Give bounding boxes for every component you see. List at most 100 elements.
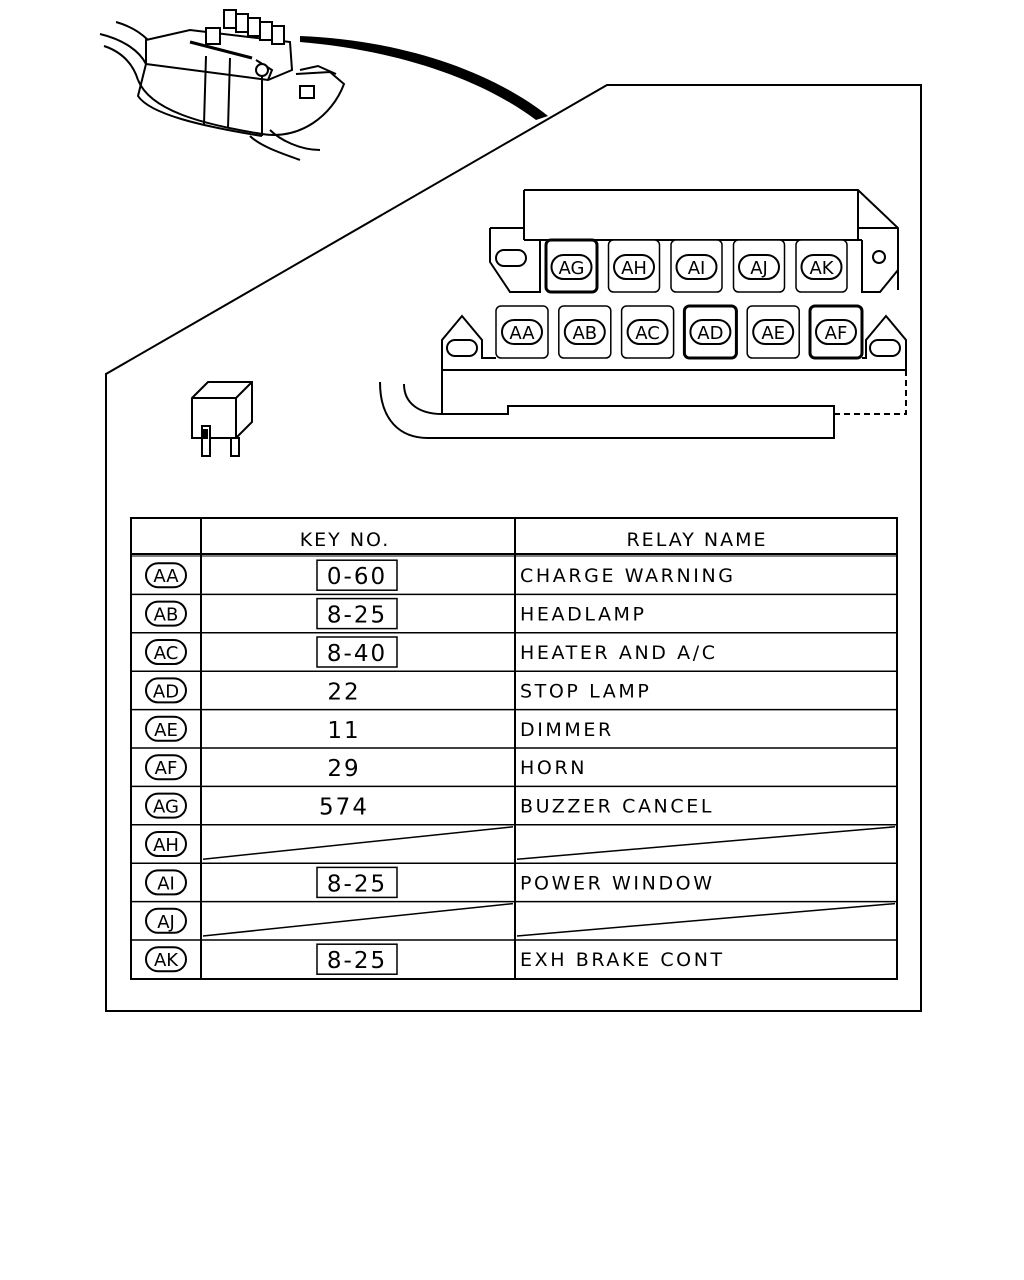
relay-name: HORN	[520, 757, 587, 779]
relay-slot-code-ai-oval	[675, 254, 718, 280]
relay-slot-code-ak: AK	[800, 254, 843, 280]
relay-slot-ab: AB	[558, 305, 612, 359]
row-code-ae-label: AE	[154, 720, 178, 741]
row-code-ai-label: AI	[157, 873, 175, 894]
relay-slot-code-ai: AI	[675, 254, 718, 280]
relay-slot-code-ad-label: AD	[697, 323, 723, 344]
row-code-ag-oval	[145, 792, 187, 819]
empty-name-slash	[516, 826, 896, 860]
relay-slot-aj: AJ	[732, 239, 786, 293]
pointer-arrow	[300, 36, 548, 120]
key-no: 8-25	[327, 948, 387, 974]
row-code-aa-oval	[145, 562, 187, 589]
header-relay-name: RELAY NAME	[626, 529, 767, 551]
row-code-ai: AI	[145, 869, 187, 896]
empty-name-slash	[516, 902, 896, 937]
relay-slot-code-ae: AE	[752, 319, 795, 345]
row-code-ad: AD	[145, 677, 187, 704]
relay-name: DIMMER	[520, 719, 614, 741]
relay-slot-code-af: AF	[815, 319, 857, 345]
relay-slot-code-aa-oval	[501, 319, 543, 345]
row-code-ai-oval	[145, 869, 187, 896]
relay-slot-ac: AC	[620, 305, 675, 359]
relay-slot-code-aj-oval	[738, 254, 780, 280]
table-row: AB 8-25 HEADLAMP	[131, 597, 897, 634]
harness-sketch	[99, 9, 346, 161]
relay-slot-ak: AK	[795, 239, 848, 293]
relay-slot-ae: AE	[746, 305, 800, 359]
relay-slot-code-ah-oval	[613, 254, 655, 280]
row-code-aa: AA	[145, 562, 187, 589]
row-code-ab-oval	[145, 600, 187, 627]
empty-key-slash	[202, 902, 514, 937]
relay-name: HEATER AND A/C	[520, 642, 718, 664]
key-no: 11	[327, 718, 360, 744]
key-no: 8-25	[327, 871, 387, 897]
row-code-ah-oval	[145, 831, 187, 857]
row-code-ad-oval	[145, 677, 187, 704]
row-code-ac-oval	[145, 639, 187, 665]
key-no: 574	[319, 795, 369, 821]
row-code-ae: AE	[145, 715, 187, 742]
relay-slot-code-aj: AJ	[738, 254, 780, 280]
relay-slot-code-ag: AG	[550, 254, 593, 280]
row-code-aj: AJ	[145, 907, 187, 934]
relay-name: HEADLAMP	[520, 604, 647, 626]
row-code-ah: AH	[145, 831, 187, 857]
table-row: AI 8-25 POWER WINDOW	[131, 866, 897, 903]
relay-slot-ai: AI	[670, 239, 723, 293]
key-no: 8-40	[327, 641, 387, 667]
row-code-af: AF	[145, 754, 187, 781]
relay-slot-code-ac: AC	[626, 319, 669, 345]
table-row: AJ	[131, 902, 897, 941]
row-code-af-label: AF	[155, 758, 178, 779]
row-code-ak-oval	[145, 946, 187, 973]
row-code-ab-label: AB	[154, 605, 179, 626]
row-code-ah-label: AH	[153, 835, 179, 856]
relay-slot-code-ak-oval	[800, 254, 843, 280]
relay-slot-ah: AH	[607, 239, 661, 293]
row-code-ae-oval	[145, 715, 187, 742]
key-no-box	[316, 866, 398, 899]
row-code-ab: AB	[145, 600, 187, 627]
relay-name: STOP LAMP	[520, 680, 651, 702]
relay-slot-code-ah: AH	[613, 254, 655, 280]
relay-name: POWER WINDOW	[520, 872, 715, 894]
row-code-ad-label: AD	[153, 681, 179, 702]
key-no: 22	[327, 679, 360, 705]
relay-slot-code-aa: AA	[501, 319, 543, 345]
relay-icon	[191, 381, 253, 457]
relay-slot-code-ai-label: AI	[688, 258, 706, 279]
relay-slot-af: AF	[808, 304, 864, 360]
key-no: 8-25	[327, 603, 387, 629]
key-no: 0-60	[327, 564, 387, 590]
relay-slot-ad: AD	[682, 304, 738, 360]
relay-slot-code-ab: AB	[563, 319, 606, 345]
relay-slot-aa: AA	[495, 305, 549, 359]
relay-slot-code-ab-oval	[563, 319, 606, 345]
key-no-box	[316, 597, 398, 630]
empty-key-slash	[202, 826, 514, 860]
table-row: AH	[131, 826, 897, 864]
relay-slot-code-ad: AD	[689, 319, 732, 345]
header-key-no: KEY NO.	[300, 529, 391, 551]
relay-slot-code-af-label: AF	[825, 323, 848, 344]
relay-slot-code-aj-label: AJ	[750, 258, 768, 279]
relay-name: BUZZER CANCEL	[520, 796, 714, 818]
relay-slot-ag: AG	[544, 238, 599, 294]
row-code-aj-oval	[145, 907, 187, 934]
relay-slot-code-af-oval	[815, 319, 857, 345]
row-code-ak: AK	[145, 946, 187, 973]
relay-slot-code-ab-label: AB	[572, 323, 597, 344]
relay-slot-code-ag-label: AG	[559, 258, 585, 279]
relay-box-top-row: AG AH AI AJ AK	[544, 238, 848, 294]
relay-slot-code-ac-oval	[626, 319, 669, 345]
row-code-aa-label: AA	[153, 566, 179, 587]
row-code-ag: AG	[145, 792, 187, 819]
